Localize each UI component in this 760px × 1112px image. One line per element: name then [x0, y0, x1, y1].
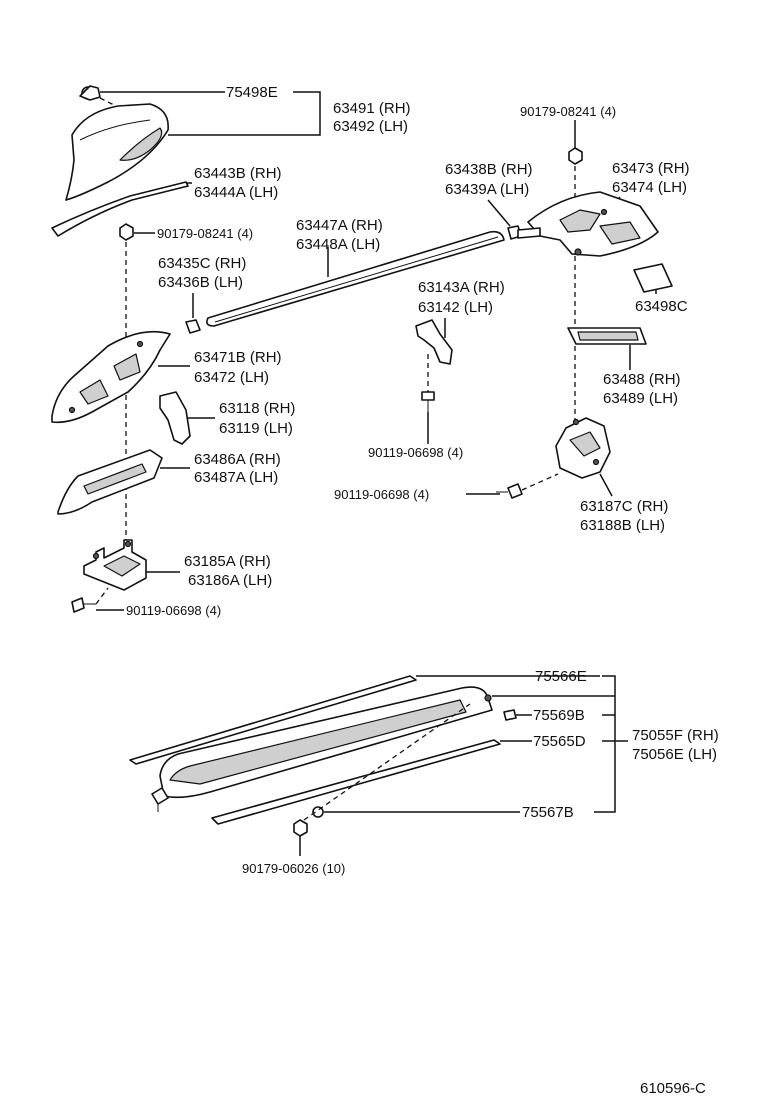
diagram-code: 610596-C [640, 1080, 706, 1097]
bracket-63118 [159, 391, 191, 445]
label-63186A: 63186A (LH) [188, 572, 272, 589]
base-63185A [83, 539, 147, 591]
label-75056E: 75056E (LH) [632, 746, 717, 763]
dash-nut-to-rail [303, 703, 471, 821]
label-63488: 63488 (RH) [603, 371, 681, 388]
rail-63447A [206, 230, 505, 327]
label-63188B: 63188B (LH) [580, 517, 665, 534]
label-63118: 63118 (RH) [219, 400, 295, 417]
label-63491: 63491 (RH) [333, 100, 411, 117]
label-63119: 63119 (LH) [219, 420, 293, 437]
plate-63488 [567, 327, 647, 345]
label-63447A: 63447A (RH) [296, 217, 383, 234]
label-75569B: 75569B [533, 707, 585, 724]
rail-assembly-75055F [151, 686, 493, 812]
label-63443B: 63443B (RH) [194, 165, 282, 182]
front-leg-63473 [517, 191, 659, 257]
dash-bolt-left [95, 587, 109, 605]
label-75567B: 75567B [522, 804, 574, 821]
bolt-mid-90119 [421, 391, 435, 412]
label-63187C: 63187C (RH) [580, 498, 668, 515]
label-63143A: 63143A (RH) [418, 279, 505, 296]
label-63471B: 63471B (RH) [194, 349, 282, 366]
label-63498C: 63498C [635, 298, 688, 315]
label-63492: 63492 (LH) [333, 118, 408, 135]
label-90179-08241-left: 90179-08241 (4) [157, 226, 253, 241]
label-90119-06698-mid: 90119-06698 (4) [368, 445, 463, 460]
leader-63187C [599, 473, 613, 497]
molding-75566E [129, 675, 417, 765]
label-63436B: 63436B (LH) [158, 274, 243, 291]
label-63472: 63472 (LH) [194, 369, 269, 386]
label-63487A: 63487A (LH) [194, 469, 278, 486]
molding-75565D [211, 739, 501, 825]
nut-90179-06026 [293, 819, 308, 837]
nut-left-90179 [119, 223, 134, 241]
label-63439A: 63439A (LH) [445, 181, 529, 198]
label-90119-06698-left: 90119-06698 (4) [126, 603, 221, 618]
cap-75569B [503, 709, 517, 721]
label-63486A: 63486A (RH) [194, 451, 281, 468]
block-63435C [185, 319, 201, 334]
label-75565D: 75565D [533, 733, 586, 750]
bolt-right-90119 [496, 483, 523, 499]
label-90179-06026: 90179-06026 (10) [242, 861, 345, 876]
bracket-63143A [415, 319, 453, 365]
bracket-75055F [594, 675, 616, 813]
label-63438B: 63438B (RH) [445, 161, 533, 178]
strip-63443B [51, 181, 189, 237]
clip-75567B [312, 806, 324, 818]
label-63444A: 63444A (LH) [194, 184, 278, 201]
end-cover-63491 [65, 103, 169, 201]
rear-leg-63471B [51, 330, 171, 424]
clip-75498E [79, 85, 101, 101]
dash-bolt-right [521, 473, 559, 491]
label-63185A: 63185A (RH) [184, 553, 271, 570]
bolt-left-90119 [71, 597, 96, 613]
label-90119-06698-right: 90119-06698 (4) [334, 487, 429, 502]
pad-63498C [633, 263, 673, 293]
label-63474: 63474 (LH) [612, 179, 687, 196]
leader-63438B [487, 199, 511, 227]
plate-63486A [57, 449, 163, 515]
label-63435C: 63435C (RH) [158, 255, 246, 272]
label-63473: 63473 (RH) [612, 160, 690, 177]
label-63489: 63489 (LH) [603, 390, 678, 407]
label-63448A: 63448A (LH) [296, 236, 380, 253]
label-75498E: 75498E [226, 84, 278, 101]
label-63142: 63142 (LH) [418, 299, 493, 316]
label-90179-08241-top: 90179-08241 (4) [520, 104, 616, 119]
label-75566E: 75566E [535, 668, 587, 685]
base-63187C [555, 417, 611, 479]
bracket-63491 [168, 91, 321, 136]
nut-top-90179 [568, 147, 583, 165]
label-75055F: 75055F (RH) [632, 727, 719, 744]
